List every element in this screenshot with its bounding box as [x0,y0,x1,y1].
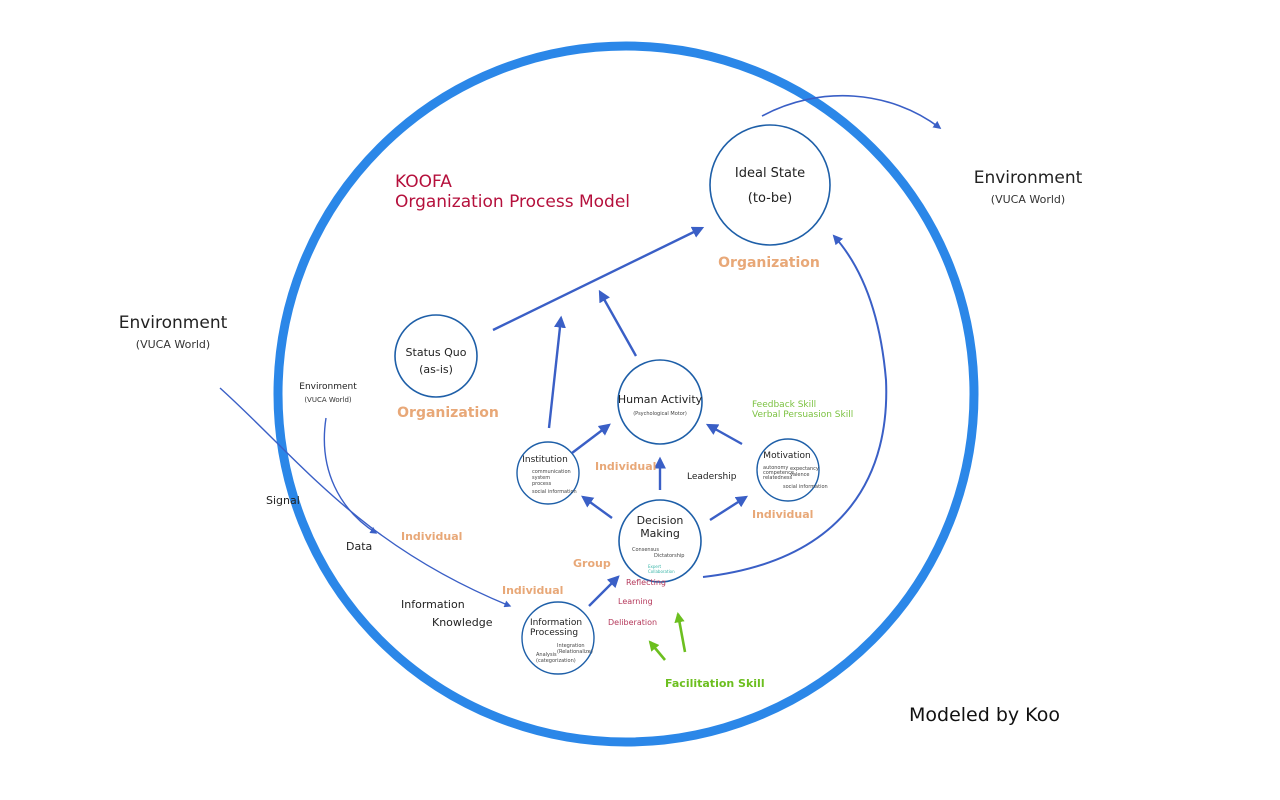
facilitation-skill-label: Facilitation Skill [665,677,765,690]
organization-boundary-circle [273,41,979,747]
information-processing-label: Information [529,618,583,628]
ideal-state-label: Ideal State [734,166,806,181]
decision-item: Dictatorship [654,553,685,559]
decision-to-ideal-arrow [702,234,888,578]
individual-label-data: Individual [401,530,463,543]
model-subtitle: Organization Process Model [395,192,631,212]
status-quo-label: Status Quo [405,346,467,359]
data-label: Data [346,540,373,553]
ideal-state-circle [709,124,831,246]
credit-label: Modeled by Koo [909,704,1060,726]
process-arrows [492,226,749,607]
individual-label-institution: Individual [595,460,657,473]
information-processing-circle [521,601,595,675]
environment-left-sub: (VUCA World) [135,338,211,351]
information-label: Information [401,598,465,611]
environment-inner-sub: (VUCA World) [304,396,352,404]
information-processing-label-2: Processing [529,628,579,638]
environment-exit-arrow [761,95,942,129]
individual-label-information: Individual [502,584,564,597]
institution-item: communication [532,469,571,475]
motivation-item: competence [763,470,794,476]
status-quo-caption: Organization [397,405,499,421]
info-item: (categorization) [536,658,576,664]
decision-making-circle [618,499,702,583]
knowledge-label: Knowledge [432,616,493,629]
info-item: (Relationalize) [557,649,593,655]
decision-extra: Collaboration [648,569,675,574]
status-quo-circle [394,314,478,398]
signal-label: Signal [266,494,300,507]
inner-environment-arrow [323,417,378,534]
institution-item: process [532,481,552,487]
verbal-persuasion-label: Verbal Persuasion Skill [752,410,854,420]
model-title: KOOFA [395,172,452,192]
decision-extra: Expert [648,564,662,569]
info-item: Analysis [536,652,557,658]
motivation-item: expectancy [790,466,819,472]
ideal-state-caption: Organization [718,255,820,271]
motivation-item: relatedness [763,475,793,481]
ideal-state-sub: (to-be) [747,191,793,206]
human-activity-label: Human Activity [617,393,703,406]
institution-item: system [532,475,551,481]
motivation-item: autonomy [763,465,789,471]
group-label: Group [573,557,611,570]
decision-item: Consensus [632,547,659,553]
decision-making-label-2: Making [640,527,680,540]
feedback-skill-label: Feedback Skill [752,400,817,410]
environment-incoming-arrow [219,387,512,608]
individual-label-motivation: Individual [752,508,814,521]
motivation-item: social information [783,484,828,490]
leadership-label: Leadership [687,472,737,482]
human-activity-circle [617,359,703,445]
institution-label: Institution [522,455,568,465]
motivation-label: Motivation [763,451,811,461]
institution-circle [516,441,580,505]
environment-left-label: Environment [118,313,228,333]
environment-right-sub: (VUCA World) [990,193,1066,206]
info-item: Integration [557,643,585,649]
decision-making-label: Decision [636,514,684,527]
learning-label: Learning [618,597,653,606]
reflecting-label: Reflecting [626,578,666,587]
human-activity-sub: (Psychological Motor) [633,411,687,417]
motivation-circle [756,438,820,502]
environment-inner-label: Environment [299,382,357,392]
institution-item: social information [532,489,577,495]
deliberation-label: Deliberation [608,618,658,627]
status-quo-sub: (as-is) [419,363,453,376]
motivation-item: valence [790,472,810,478]
environment-right-label: Environment [973,168,1083,188]
facilitation-arrows [648,611,687,661]
